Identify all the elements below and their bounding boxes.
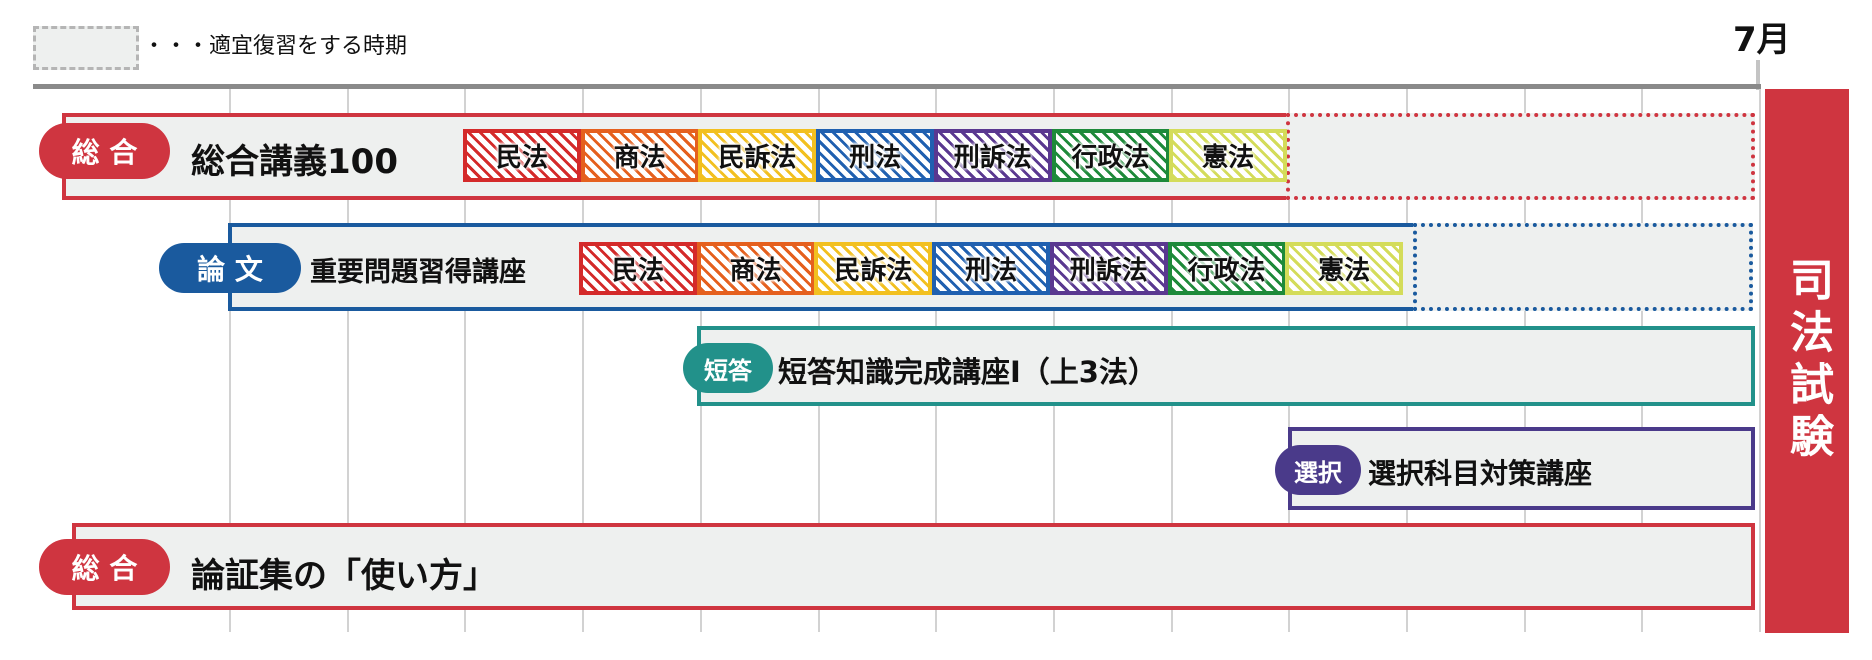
subject-box: 行政法 — [1051, 129, 1170, 182]
month-label: 7月 — [1733, 20, 1791, 60]
subject-box: 民訴法 — [814, 242, 933, 295]
badge-ronbun: 論 文 — [159, 243, 301, 293]
subject-box: 民法 — [463, 129, 581, 182]
subject-box: 刑訴法 — [933, 129, 1052, 182]
subject-box: 憲法 — [1285, 242, 1404, 295]
grid-line — [582, 89, 585, 632]
grid-line — [464, 89, 467, 632]
badge-sentaku: 選択 — [1275, 445, 1361, 495]
subject-box: 民訴法 — [698, 129, 817, 182]
course-title: 論証集の「使い方」 — [191, 556, 497, 596]
grid-line — [1759, 89, 1762, 632]
row-tanto — [697, 326, 1755, 406]
grid-line — [229, 89, 231, 632]
course-title: 総合講義100 — [191, 142, 398, 182]
subject-box: 刑法 — [816, 129, 935, 182]
month-tick — [1756, 60, 1760, 90]
course-title: 短答知識完成講座Ⅰ（上3法） — [778, 355, 1157, 389]
subject-box: 行政法 — [1167, 242, 1286, 295]
row-ronshoshu — [72, 523, 1755, 610]
row-sentaku — [1288, 427, 1755, 510]
subject-box: 刑訴法 — [1049, 242, 1168, 295]
subject-box: 商法 — [696, 242, 815, 295]
review-period-2 — [1413, 223, 1753, 311]
legend-swatch — [33, 26, 139, 70]
subject-box: 刑法 — [932, 242, 1051, 295]
review-period-1 — [1286, 113, 1755, 200]
legend-text: ・・・適宜復習をする時期 — [143, 34, 408, 59]
badge-tanto: 短答 — [683, 343, 773, 393]
timeline-axis — [33, 84, 1761, 89]
subject-box: 民法 — [579, 242, 697, 295]
subject-box: 憲法 — [1169, 129, 1288, 182]
exam-bar: 司法試験 — [1765, 89, 1849, 633]
badge-sogo: 総 合 — [39, 539, 170, 595]
subject-box: 商法 — [580, 129, 699, 182]
course-title: 重要問題習得講座 — [310, 257, 526, 288]
badge-sogo: 総 合 — [39, 123, 170, 179]
grid-line — [346, 89, 349, 632]
course-title: 選択科目対策講座 — [1368, 457, 1593, 490]
